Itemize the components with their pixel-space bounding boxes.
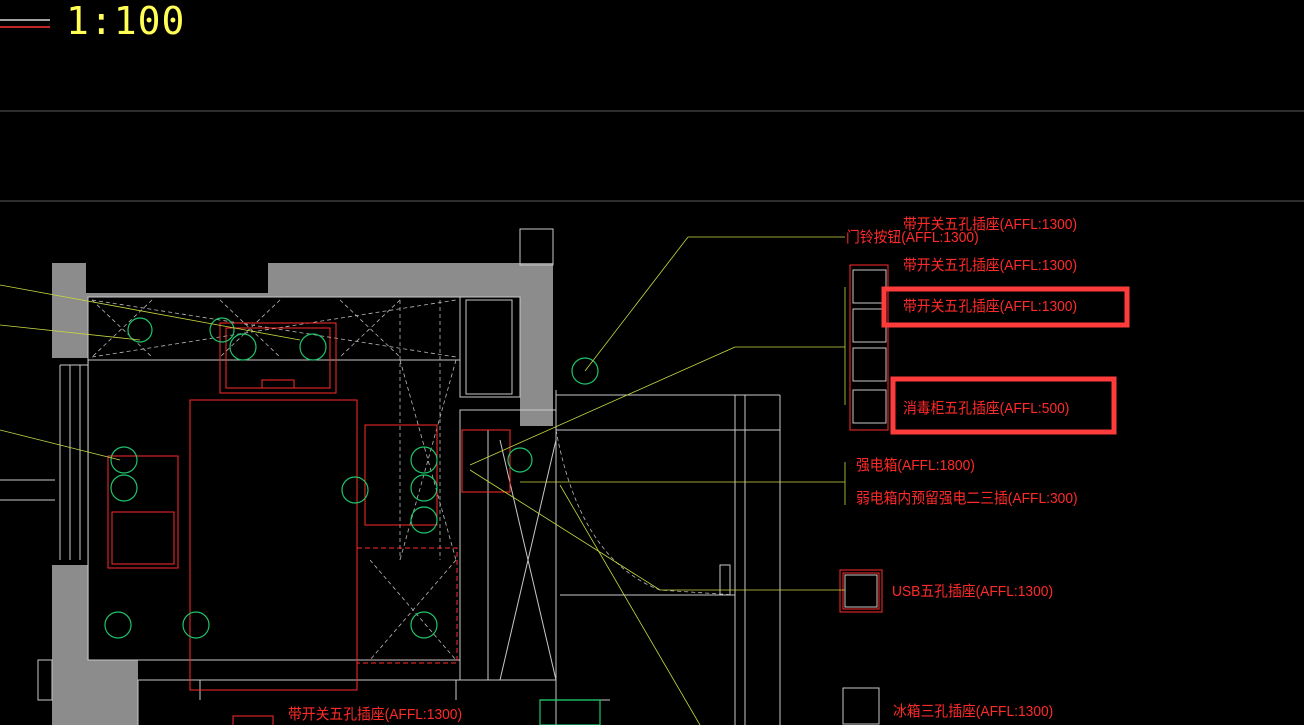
label-socket-top[interactable]: 带开关五孔插座(AFFL:1300)	[903, 216, 1078, 233]
label-weak-box[interactable]: 弱电箱内预留强电二三插(AFFL:300)	[856, 490, 1078, 507]
label-fridge-socket[interactable]: 冰箱三孔插座(AFFL:1300)	[893, 703, 1054, 720]
drawing-scale-label: 1:100	[66, 0, 186, 43]
green-symbols	[104, 317, 601, 725]
label-socket-3[interactable]: 带开关五孔插座(AFFL:1300)	[903, 298, 1078, 315]
scale-legend-lines	[0, 19, 50, 28]
guide-lines	[0, 110, 1304, 202]
label-sterilizer-socket[interactable]: 消毒柜五孔插座(AFFL:500)	[903, 400, 1070, 417]
label-usb-socket[interactable]: USB五孔插座(AFFL:1300)	[892, 583, 1054, 600]
socket-symbols	[842, 269, 887, 725]
label-bottom-socket[interactable]: 带开关五孔插座(AFFL:1300)	[288, 706, 463, 723]
leader-lines	[0, 236, 846, 725]
wall-opening	[86, 263, 268, 293]
red-fixtures	[107, 264, 889, 725]
label-socket-2[interactable]: 带开关五孔插座(AFFL:1300)	[903, 257, 1078, 274]
column-outline	[519, 228, 554, 266]
highlight-boxes	[881, 286, 1130, 435]
label-power-box[interactable]: 强电箱(AFFL:1800)	[856, 457, 975, 474]
label-doorbell[interactable]: 门铃按钮(AFFL:1300)	[846, 229, 979, 246]
walls	[52, 263, 553, 725]
